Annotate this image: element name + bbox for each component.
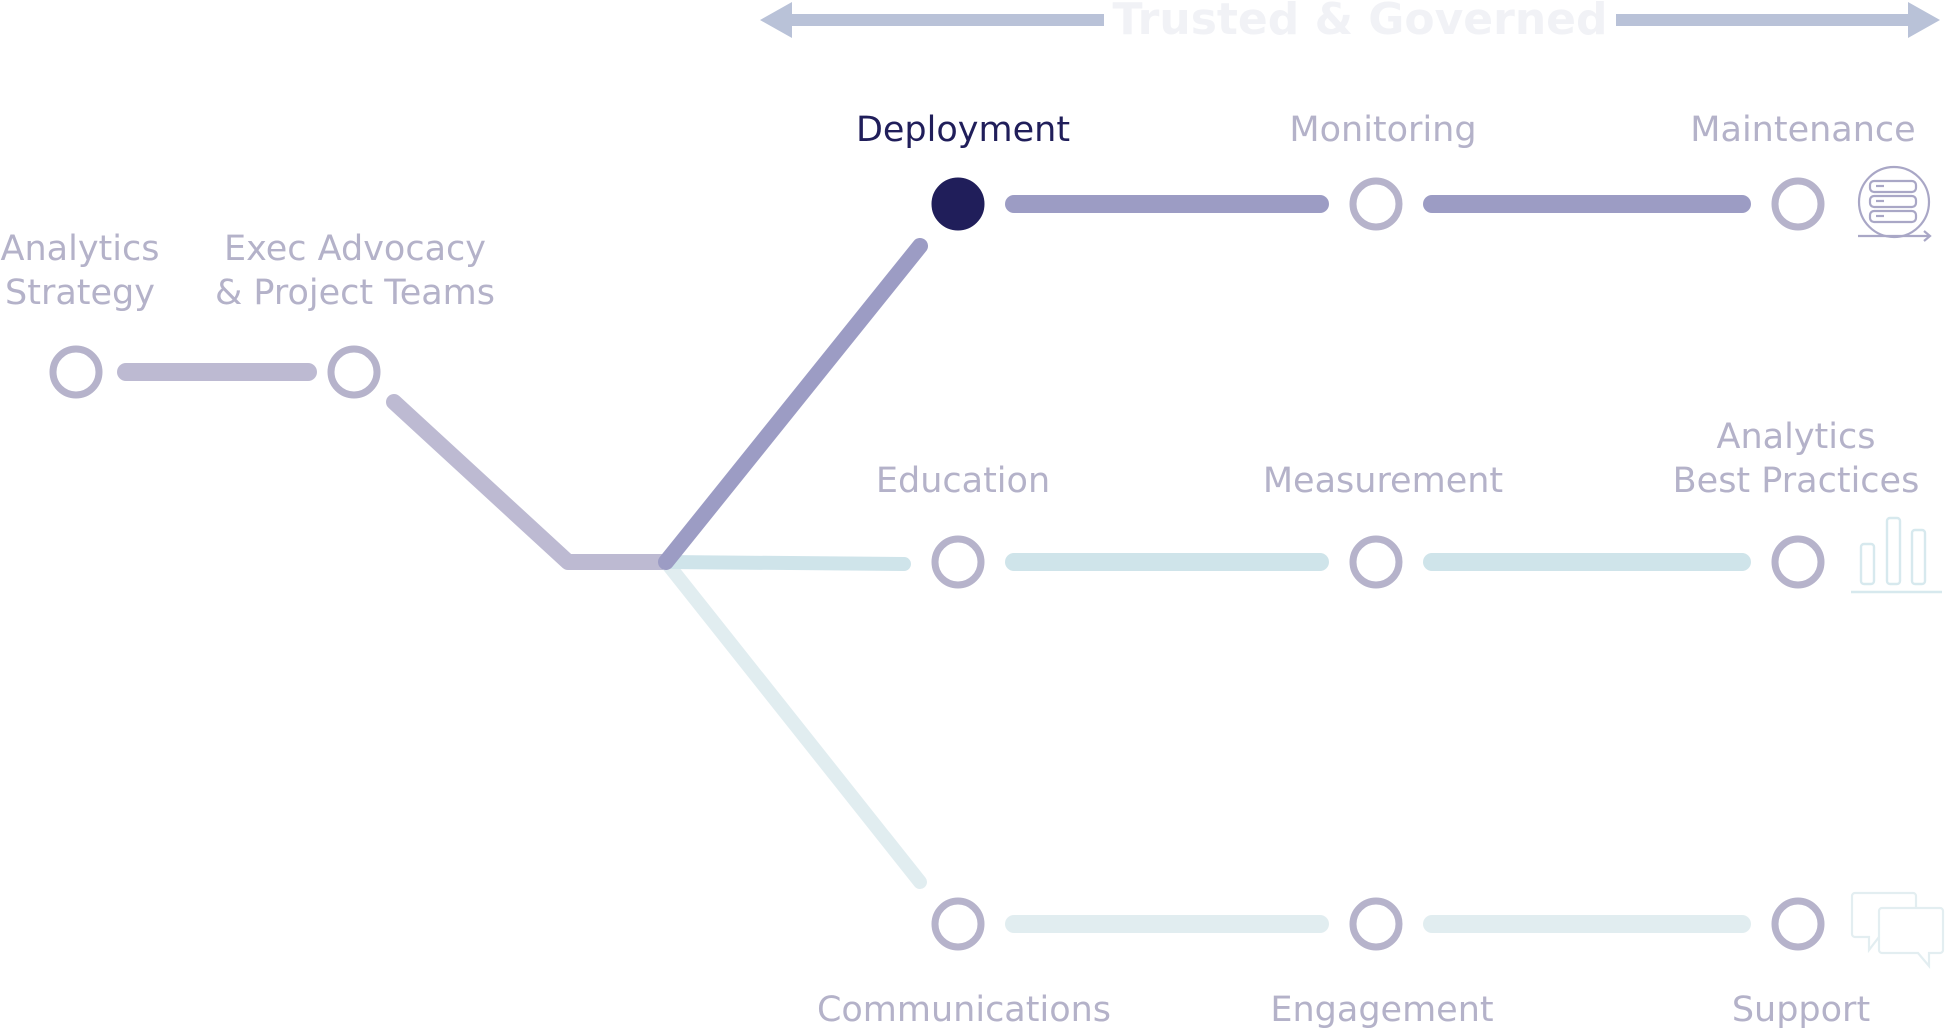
- label-education: Education: [876, 461, 1050, 501]
- label-maintenance: Maintenance: [1690, 110, 1915, 150]
- node-measurement[interactable]: [1349, 535, 1403, 589]
- label-monitoring: Monitoring: [1289, 110, 1476, 150]
- label-engagement: Engagement: [1270, 990, 1493, 1028]
- node-support[interactable]: [1771, 897, 1825, 951]
- node-communications[interactable]: [931, 897, 985, 951]
- label-exec-advocacy: Exec Advocacy& Project Teams: [215, 229, 495, 313]
- connector-exec-to-junction: [386, 394, 674, 570]
- banner: Trusted & Governed: [760, 0, 1940, 45]
- nodes: [49, 177, 1825, 951]
- server-stack-icon: [1857, 165, 1932, 242]
- node-monitoring[interactable]: [1349, 177, 1403, 231]
- banner-left-arrowhead: [760, 2, 792, 38]
- banner-right-arrowhead: [1908, 2, 1940, 38]
- node-maintenance[interactable]: [1771, 177, 1825, 231]
- connector-junction-to-middle: [659, 555, 911, 571]
- node-deployment[interactable]: [931, 177, 985, 231]
- node-analytics-strategy[interactable]: [49, 345, 103, 399]
- label-communications: Communications: [817, 990, 1111, 1028]
- banner-label: Trusted & Governed: [1113, 0, 1608, 45]
- connectors: [117, 195, 1751, 933]
- node-analytics-best-practices[interactable]: [1771, 535, 1825, 589]
- label-measurement: Measurement: [1263, 461, 1503, 501]
- connector-junction-to-deployment: [658, 238, 928, 570]
- node-exec-advocacy[interactable]: [327, 345, 381, 399]
- label-deployment: Deployment: [856, 110, 1070, 150]
- node-engagement[interactable]: [1349, 897, 1403, 951]
- chat-bubbles-icon: [1850, 891, 1945, 970]
- label-support: Support: [1732, 990, 1870, 1028]
- bar-chart-icon: [1851, 516, 1942, 594]
- node-education[interactable]: [931, 535, 985, 589]
- connector-junction-to-bottom: [659, 555, 927, 889]
